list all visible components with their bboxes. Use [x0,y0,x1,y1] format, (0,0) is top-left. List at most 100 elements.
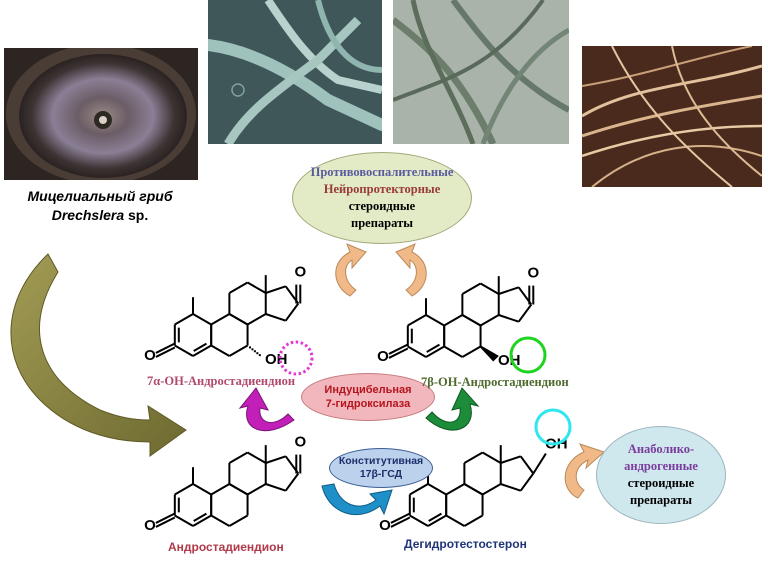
ring-a-bond [409,514,429,527]
green-arrow [425,387,480,431]
fungus-caption-line1: Мицелиальный гриб [27,188,173,204]
oxygen-c17: O [527,264,539,281]
inducible-line1: Индуцибельная [324,384,412,396]
ring-d-bond [265,313,287,322]
ring-c-bond [463,483,484,496]
double-bond [193,512,207,522]
ring-a-bond [174,514,194,527]
ring-a-bond [192,514,212,527]
ring-d-bond [517,303,533,323]
c7-wedge-bond [479,345,499,362]
ring-c-bond [228,483,249,496]
anabolic-line3: стероидные [627,476,695,490]
ring-a-bond [407,345,427,358]
ring-a-bond [409,483,429,496]
ring-d-bond [265,455,287,464]
ring-c-bond [480,314,500,327]
ring-a-bond [425,314,445,327]
label-7alpha-oh: 7α-ОН-Андростадиендион [147,374,296,388]
label-dehydrotestosterone: Дегидротестостерон [404,537,527,551]
ring-a-bond [174,344,194,357]
pharma-line3: стероидные [348,199,416,213]
big-curved-arrow [10,253,187,457]
hydroxyl-c7: OH [265,351,288,368]
ring-b-bond [445,514,465,527]
ring-d-bond [265,483,287,492]
ring-c-bond [247,451,267,464]
c3-ketone [155,512,176,524]
ring-d-bond [284,472,300,492]
anabolic-line2: андрогенные [624,459,698,473]
oxygen-c3: O [377,348,389,365]
ring-c-bond [228,451,249,464]
ring-c-bond [482,483,502,496]
ring-b-bond [445,483,465,496]
label-androstadienedione: Андростадиендион [168,540,284,554]
ring-a-bond [174,483,194,496]
ring-b-bond [210,514,230,527]
ring-c-bond [480,282,500,295]
ring-d-bond [498,314,520,323]
ring-c-bond [228,281,249,294]
c17-hydroxyl-bond [532,453,547,475]
fungus-caption: Мицелиальный гриб Drechslera sp. [0,187,200,225]
constitutive-line2: 17β-ГСД [359,468,403,480]
peach-arrow-right [395,243,427,297]
anabolic-line4: препараты [630,493,692,507]
ring-d-bond [500,455,522,464]
alpha-oh-circle [278,340,314,376]
c3-ketone [155,516,176,528]
constitutive-line1: Конститутивная [338,455,424,467]
dhts-oh-circle [534,408,572,446]
magenta-arrow [238,387,295,432]
constitutive-17b-hsd-box: Конститутивная 17β-ГСД [329,448,433,488]
ring-c-bond [228,313,249,326]
ring-d-bond [498,286,520,295]
c3-ketone [388,343,409,355]
pharma-line4: препараты [351,216,413,230]
ring-c-bond [461,282,482,295]
ring-c-bond [463,451,484,464]
ring-a-bond [192,313,212,326]
ring-a-bond [425,345,445,358]
ring-b-bond [210,483,230,496]
double-bond [426,343,440,353]
ring-a-bond [174,313,194,326]
inducible-line2: 7-гидроксилаза [325,398,411,410]
ring-b-bond [443,314,463,327]
mycelium-photo [582,46,762,187]
fungus-species: sp. [128,207,149,223]
ring-a-bond [427,483,447,496]
c3-ketone [155,342,176,354]
inducible-hydroxylase-box: Индуцибельная 7-гидроксилаза [301,373,435,421]
pharma-line1: Противовоспалительные [310,165,454,179]
double-bond [428,512,442,522]
ring-a-bond [192,483,212,496]
oxygen-c3: O [379,517,391,534]
c3-ketone [155,346,176,358]
oxygen-c17: O [294,433,306,450]
ring-b-bond [228,344,249,357]
ring-c-bond [482,451,502,464]
c3-ketone [390,512,411,524]
pharma-drugs-box: Противовоспалительные Нейропротекторные … [292,152,472,244]
ring-b-bond [210,344,230,357]
ring-b-bond [210,313,230,326]
hyphae-micrograph-1 [208,0,382,144]
c3-ketone [390,516,411,528]
petri-dish-photo [4,48,198,180]
ring-d-bond [519,472,535,492]
label-7beta-oh: 7β-ОН-Андростадиендион [421,375,569,389]
ring-b-bond [228,514,249,527]
ring-c-bond [247,313,267,326]
ring-a-bond [192,344,212,357]
peach-arrow-left [335,243,367,297]
ring-a-bond [427,514,447,527]
oxygen-c3: O [144,347,156,364]
fungus-caption-line2: Drechslera sp. [0,206,200,225]
ring-d-bond [265,285,287,294]
anabolic-line1: Анаболико- [627,442,695,456]
fungus-genus: Drechslera [51,207,125,223]
hyphae-micrograph-2 [393,0,569,144]
ring-c-bond [461,314,482,327]
